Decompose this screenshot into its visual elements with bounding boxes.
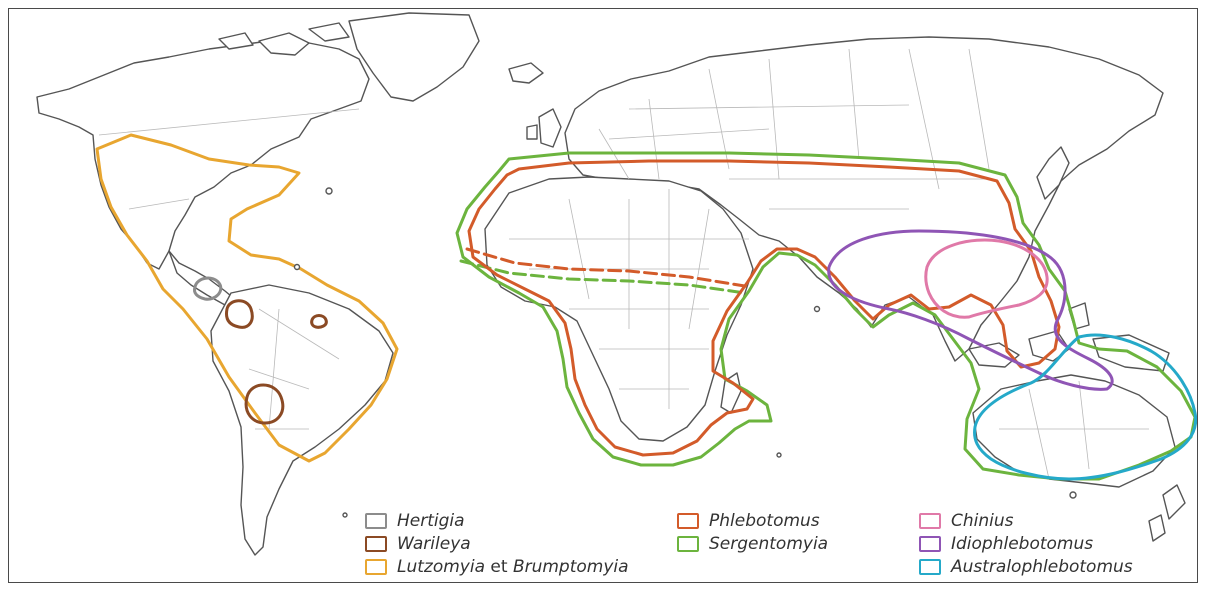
range-sergentomyia bbox=[455, 151, 1197, 481]
world-map bbox=[36, 12, 1197, 556]
landmass-british-isles bbox=[526, 108, 562, 148]
landmass-greenland bbox=[348, 12, 480, 102]
landmass-eurasia bbox=[564, 36, 1164, 362]
landmass-madagascar bbox=[720, 372, 742, 414]
range-sergentomyia-sahel bbox=[459, 259, 747, 295]
range-warileya bbox=[225, 299, 328, 425]
landmass-japan bbox=[1036, 146, 1070, 200]
range-hertigia bbox=[193, 276, 223, 301]
range-warileya-outline-3 bbox=[244, 383, 285, 425]
range-hertigia-outline bbox=[193, 276, 223, 301]
landmasses bbox=[36, 12, 1186, 556]
landmass-new-zealand bbox=[1148, 484, 1186, 542]
range-phlebotomus-sahel bbox=[465, 247, 753, 289]
country-borders bbox=[98, 48, 1149, 480]
landmass-australia bbox=[972, 374, 1176, 488]
range-chinius-outline bbox=[924, 238, 1049, 319]
landmass-north-america bbox=[36, 38, 370, 270]
range-australophlebotomus-outline bbox=[973, 333, 1197, 481]
range-warileya-outline-2 bbox=[310, 314, 328, 329]
map-frame: Hertigia Warileya Lutzomyia et Brumptomy… bbox=[8, 8, 1198, 583]
landmass-arctic-islands bbox=[218, 22, 350, 56]
range-warileya-outline-1 bbox=[225, 299, 254, 329]
landmass-south-america bbox=[210, 284, 394, 556]
range-idiophlebotomus bbox=[827, 229, 1114, 391]
range-sergentomyia-outline bbox=[455, 151, 1197, 481]
landmass-southeast-asia-islands bbox=[968, 302, 1170, 372]
range-idiophlebotomus-outline bbox=[827, 229, 1114, 391]
range-lutzomyia bbox=[95, 133, 399, 463]
range-lutzomyia-outline bbox=[95, 133, 399, 463]
small-islands bbox=[293, 187, 1077, 518]
range-chinius bbox=[924, 238, 1049, 319]
landmass-iceland bbox=[508, 62, 544, 84]
range-australophlebotomus bbox=[973, 333, 1197, 481]
